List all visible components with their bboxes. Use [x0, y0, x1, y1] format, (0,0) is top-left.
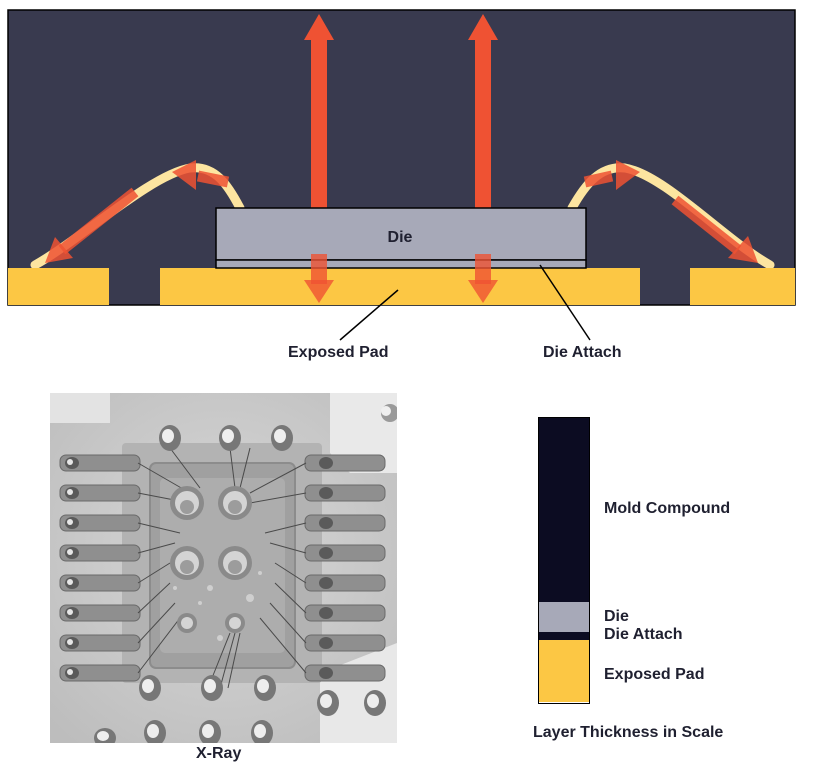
lead-pad-right [690, 268, 795, 305]
exposed-pad [160, 268, 640, 305]
die-attach-label: Die Attach [543, 344, 622, 362]
exposed-pad-label: Exposed Pad [288, 344, 388, 362]
die-label: Die [388, 229, 413, 246]
layer-label-die: Die [604, 608, 629, 626]
layer-mold-compound [539, 418, 589, 602]
layer-label-mold-compound: Mold Compound [604, 500, 730, 518]
layer-exposed-pad [539, 640, 589, 702]
layer-label-exposed-pad: Exposed Pad [604, 666, 704, 684]
layer-die [539, 602, 589, 632]
layer-die-attach [539, 632, 589, 640]
xray-caption: X-Ray [196, 745, 241, 763]
layer-scale-bar [538, 417, 590, 704]
layer-label-die-attach: Die Attach [604, 626, 683, 644]
package-cross-section: Die [0, 0, 815, 370]
lead-pad-left [8, 268, 109, 305]
die-attach [216, 260, 586, 268]
layer-scale-title: Layer Thickness in Scale [533, 724, 723, 742]
xray-image [50, 393, 397, 743]
